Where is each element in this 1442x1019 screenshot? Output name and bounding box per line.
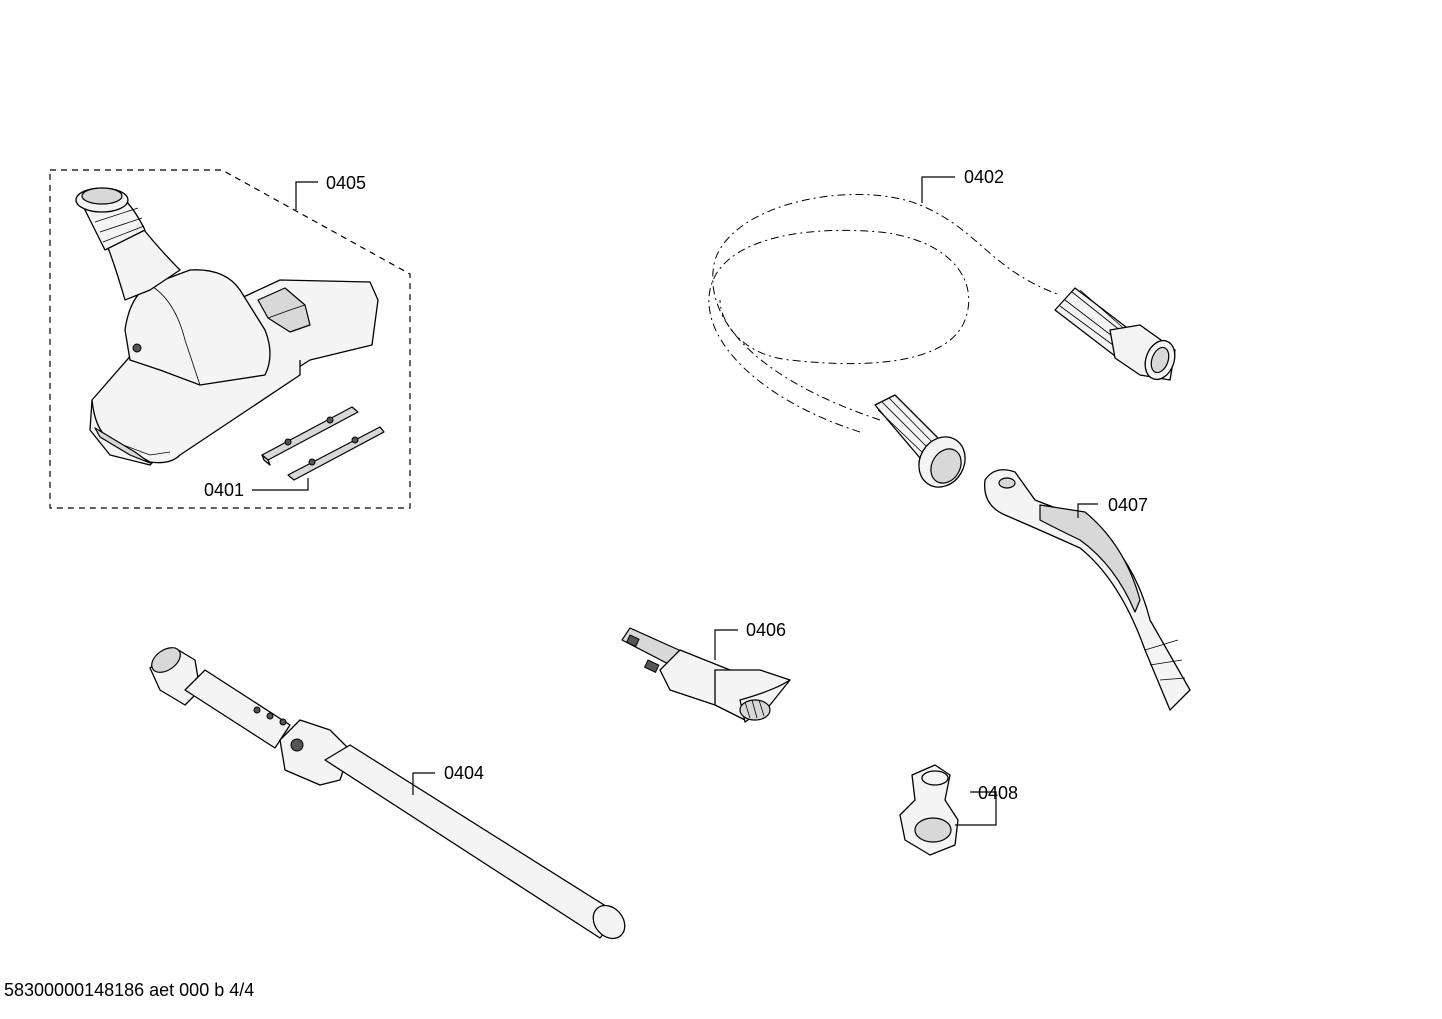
leader-line-0407 xyxy=(1077,503,1098,518)
leader-line-0408 xyxy=(955,791,997,826)
part-label-0407: 0407 xyxy=(1108,495,1148,515)
leader-line-0404 xyxy=(412,772,435,795)
nozzle-strip-icon xyxy=(261,406,385,481)
telescopic-tube-icon xyxy=(149,647,626,940)
document-code: 58300000148186 aet 000 b 4/4 xyxy=(4,980,255,1000)
part-label-0408: 0408 xyxy=(978,783,1018,803)
floor-nozzle-icon xyxy=(75,187,379,466)
clip-holder-icon xyxy=(899,764,959,856)
leader-line-0405 xyxy=(295,181,318,210)
leader-line-0401 xyxy=(252,478,309,491)
suction-hose-icon xyxy=(708,194,1176,488)
part-label-0405: 0405 xyxy=(326,173,366,193)
part-label-0401: 0401 xyxy=(204,480,244,500)
part-label-0406: 0406 xyxy=(746,620,786,640)
hose-handle-icon xyxy=(984,469,1191,711)
crevice-nozzle-icon xyxy=(621,627,791,723)
nozzle-group-dashed-outline xyxy=(49,169,411,509)
part-label-0402: 0402 xyxy=(964,167,1004,187)
leader-line-0402 xyxy=(921,176,955,203)
part-label-0404: 0404 xyxy=(444,763,484,783)
leader-line-0406 xyxy=(714,629,738,660)
